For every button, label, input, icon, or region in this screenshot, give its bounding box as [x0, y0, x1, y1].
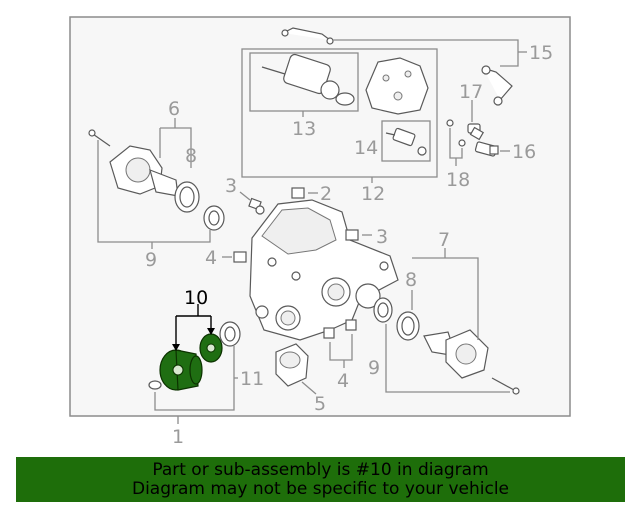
group-box-12 — [241, 48, 438, 178]
parts-diagram: 1 2 3 3 4 4 5 6 7 8 8 9 9 10 11 12 13 14… — [69, 16, 571, 448]
callout-6: 6 — [168, 98, 180, 120]
callout-9-right: 9 — [368, 357, 380, 379]
callout-5: 5 — [314, 393, 326, 415]
callout-4-left: 4 — [205, 247, 217, 269]
callout-9-left: 9 — [145, 249, 157, 271]
sensor-17 — [467, 123, 485, 141]
left-flange-shaft — [88, 129, 179, 197]
callout-7: 7 — [438, 229, 450, 251]
breather-tube — [281, 27, 513, 106]
callout-3-left: 3 — [225, 175, 237, 197]
highlighted-part-10 — [159, 333, 223, 391]
callout-18: 18 — [446, 169, 470, 191]
plug-2 — [291, 187, 305, 199]
callout-1: 1 — [172, 426, 184, 448]
plug-4-left — [233, 251, 247, 263]
banner-line-disclaimer: Diagram may not be specific to your vehi… — [131, 479, 509, 499]
sensor-16 — [474, 141, 499, 157]
group-box-14 — [381, 120, 431, 162]
callout-2: 2 — [320, 183, 332, 205]
mount-bushing-5 — [275, 343, 309, 387]
callout-4-bottom: 4 — [337, 370, 349, 392]
info-banner: Part or sub-assembly is #10 in diagram D… — [16, 457, 625, 502]
banner-line-part: Part or sub-assembly is #10 in diagram — [152, 460, 489, 480]
group-box-13 — [249, 52, 359, 112]
callout-3-right: 3 — [376, 226, 388, 248]
callout-10: 10 — [184, 287, 208, 309]
bolt-3-right — [345, 229, 359, 241]
callout-8-right: 8 — [405, 269, 417, 291]
callout-12: 12 — [361, 183, 385, 205]
actuator-motor — [261, 53, 355, 106]
callout-14: 14 — [354, 137, 378, 159]
actuator-housing — [365, 57, 429, 115]
clip-18 — [446, 119, 466, 147]
right-flange-shaft — [423, 329, 520, 395]
bolt-3-left — [248, 197, 265, 215]
callout-16: 16 — [512, 141, 536, 163]
callout-17: 17 — [459, 81, 483, 103]
plug-4-bottom — [323, 319, 357, 339]
sensor-14 — [385, 127, 427, 156]
ring-11 — [148, 380, 162, 390]
callout-13: 13 — [292, 118, 316, 140]
callout-11: 11 — [240, 368, 264, 390]
differential-housing — [249, 199, 399, 341]
callout-15: 15 — [529, 42, 553, 64]
callout-8-left: 8 — [185, 145, 197, 167]
